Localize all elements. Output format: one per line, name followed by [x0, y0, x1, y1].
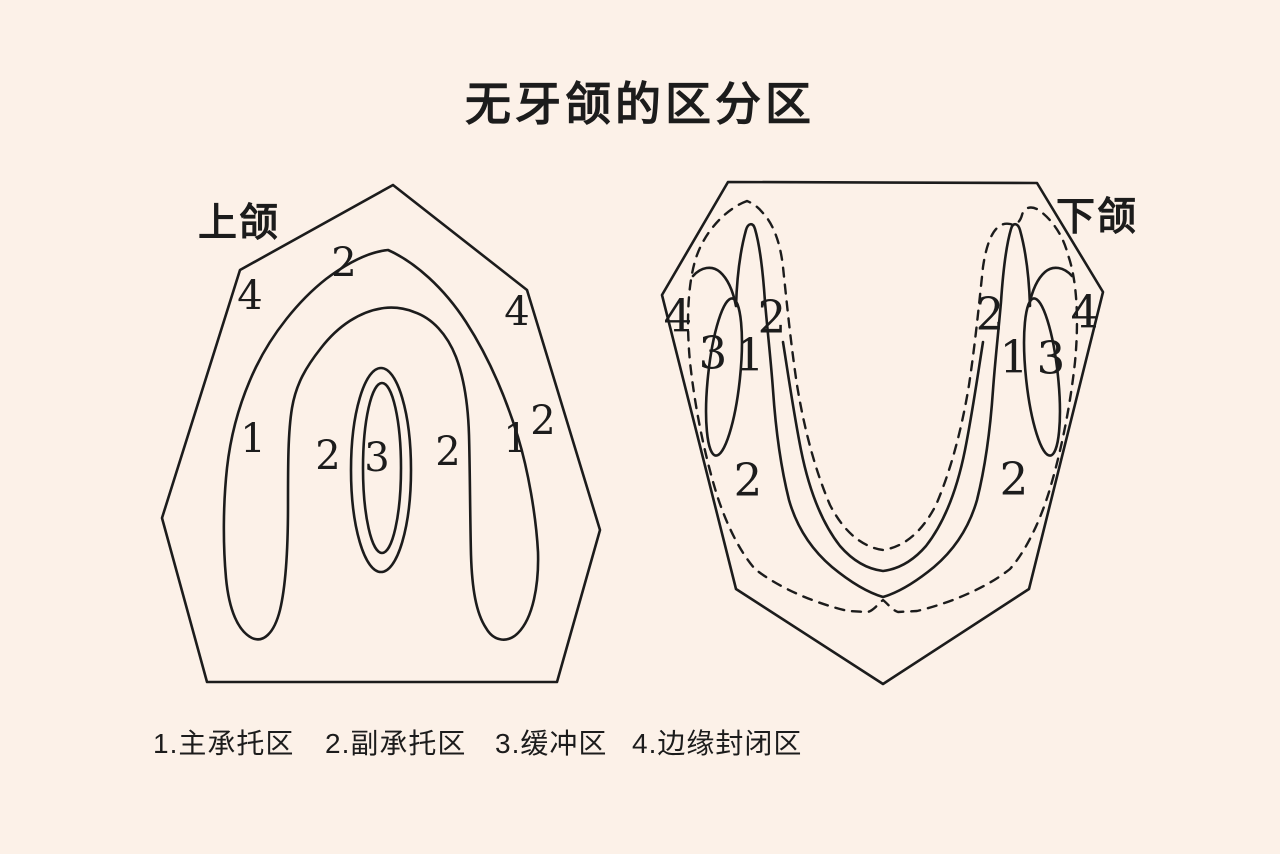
- maxilla-region-label: 1: [240, 416, 266, 462]
- maxilla-region-label: 2: [530, 398, 556, 444]
- maxilla-region-label: 2: [331, 240, 357, 286]
- mandible-region-label: 2: [975, 287, 1005, 341]
- page-title: 无牙颌的区分区: [465, 78, 815, 130]
- mandible-label: 下颌: [1056, 196, 1139, 239]
- maxilla-relief-oval-outer: [349, 366, 413, 574]
- mandible-outline: [660, 180, 1105, 686]
- mandible-region-label: 2: [999, 452, 1029, 506]
- maxilla-outline: [160, 183, 602, 684]
- mandible-region-label: 1: [999, 330, 1029, 384]
- legend-item: 3.缓冲区: [495, 728, 608, 759]
- mandible-region-label: 4: [663, 289, 693, 343]
- mandible-region-label: 4: [1070, 285, 1100, 339]
- mandible-region-label: 2: [733, 453, 763, 507]
- mandible-right-relief-oval: [1022, 297, 1062, 457]
- maxilla-region-label: 1: [503, 416, 529, 462]
- maxilla-region-label: 4: [237, 273, 263, 319]
- mandible-region-label: 1: [735, 328, 765, 382]
- maxilla-region-label: 3: [364, 435, 390, 481]
- mandible-region-label: 3: [1036, 331, 1066, 385]
- maxilla-region-label: 2: [315, 433, 341, 479]
- legend-item: 1.主承托区: [153, 728, 295, 759]
- mandible-ridge-lingual-curve: [781, 340, 985, 573]
- maxilla-region-label: 2: [435, 429, 461, 475]
- mandible-left-relief-oval: [704, 297, 744, 457]
- mandible-border-seal-dashed: [686, 199, 1079, 614]
- mandible-region-label: 2: [757, 290, 787, 344]
- mandible-left-ridge-cap: [691, 266, 738, 308]
- mandible-region-label: 3: [698, 326, 728, 380]
- legend-item: 4.边缘封闭区: [632, 728, 803, 759]
- maxilla-label: 上颌: [198, 202, 281, 245]
- legend-item: 2.副承托区: [325, 728, 467, 759]
- mandible-ridge-outer-curve: [734, 222, 1032, 599]
- maxilla-relief-oval-inner: [361, 381, 403, 555]
- mandible-right-ridge-cap: [1027, 266, 1074, 308]
- maxilla-region-label: 4: [504, 289, 530, 335]
- maxilla-ridge-band: [222, 248, 540, 641]
